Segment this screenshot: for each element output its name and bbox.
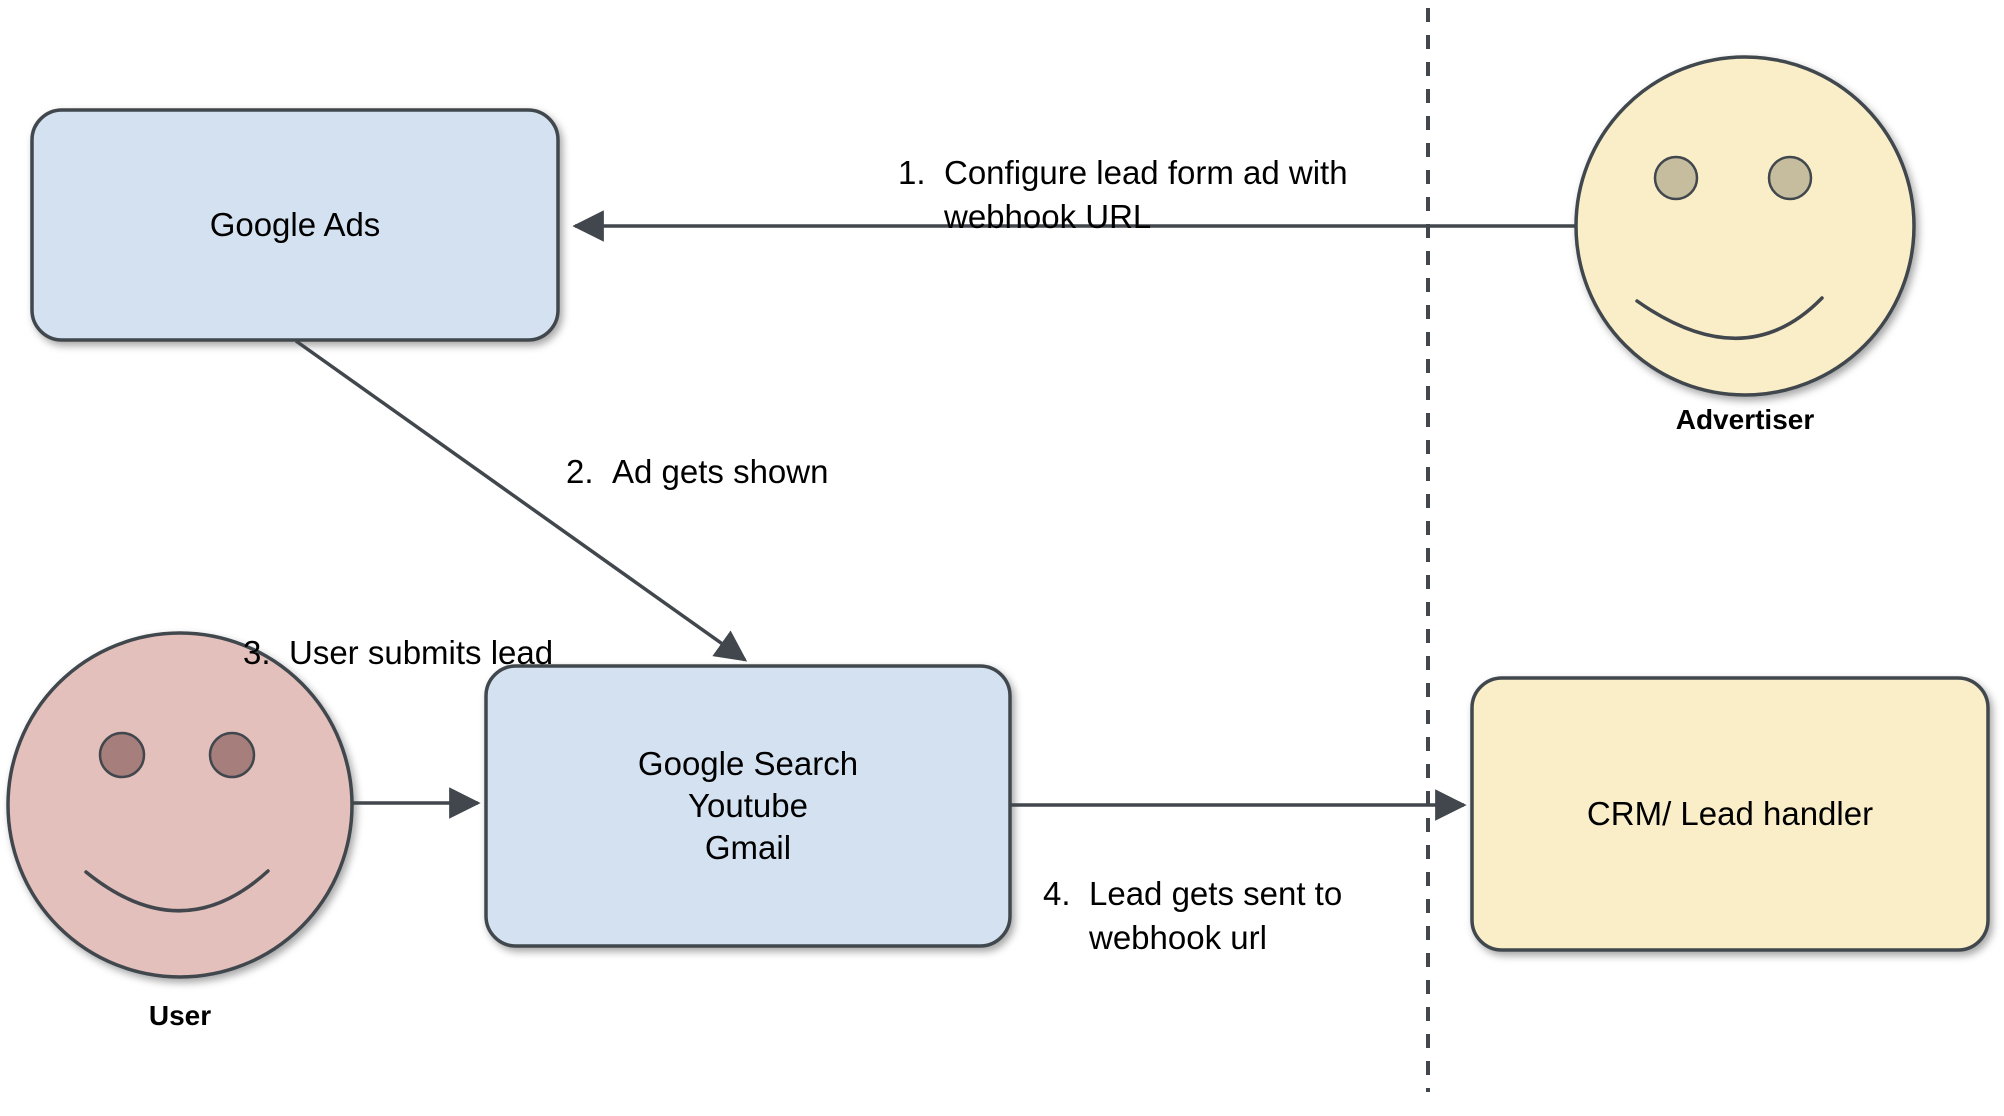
node-advertiser[interactable] — [1574, 55, 1916, 397]
edge-1-text: Configure lead form ad with webhook URL — [944, 154, 1348, 235]
user-smile-icon — [84, 869, 270, 913]
edge-2-label: 2. Ad gets shown — [566, 406, 828, 494]
edge-4-label: 4. Lead gets sent to webhook url — [1043, 828, 1342, 960]
advertiser-smile-icon — [1635, 296, 1824, 340]
node-user[interactable] — [6, 631, 354, 979]
node-crm-label-wrap: CRM/ Lead handler — [1472, 678, 1988, 950]
node-advertiser-caption: Advertiser — [1675, 404, 1815, 435]
node-google-ads-label: Google Ads — [209, 206, 381, 243]
edge-2-connector — [294, 339, 748, 662]
advertiser-face-icon — [1574, 55, 1916, 397]
edge-2-text: Ad gets shown — [612, 453, 829, 490]
user-right-eye-icon — [208, 731, 256, 779]
node-crm-label: CRM/ Lead handler — [1586, 795, 1874, 832]
edge-1-number: 1. — [898, 154, 926, 191]
node-google-surfaces-label: Google Search Youtube Gmail — [637, 745, 859, 866]
edge-2-number: 2. — [566, 453, 594, 490]
edge-1-label: 1. Configure lead form ad with webhook UR… — [898, 107, 1348, 239]
user-face-icon — [6, 631, 354, 979]
node-user-caption: User — [148, 1000, 212, 1031]
user-left-eye-icon — [98, 731, 146, 779]
edge-3-number: 3. — [243, 634, 271, 671]
node-google-ads[interactable] — [30, 108, 560, 342]
node-google-ads-label-wrap: Google Ads — [32, 110, 558, 340]
node-google-surfaces[interactable] — [484, 664, 1012, 948]
edge-3-label: 3. User submits lead — [243, 587, 553, 675]
advertiser-left-eye-icon — [1653, 155, 1699, 201]
edge-4-number: 4. — [1043, 875, 1071, 912]
edge-3-text: User submits lead — [289, 634, 554, 671]
node-crm[interactable] — [1470, 676, 1990, 952]
edge-4-text: Lead gets sent to webhook url — [1089, 875, 1343, 956]
node-google-surfaces-label-wrap: Google Search Youtube Gmail — [486, 666, 1010, 946]
advertiser-right-eye-icon — [1767, 155, 1813, 201]
